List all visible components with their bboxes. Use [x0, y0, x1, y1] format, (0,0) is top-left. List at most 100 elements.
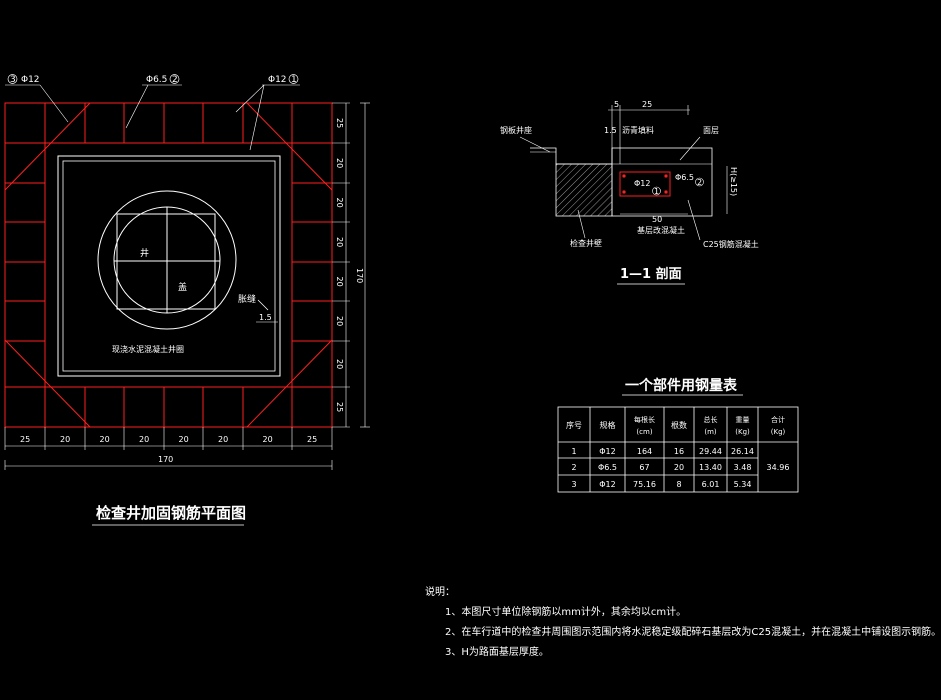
- lbl-wall: 检查井壁: [570, 238, 602, 248]
- bar-num-circle: [7, 74, 18, 84]
- table-cell: 67: [639, 463, 649, 472]
- concrete-block: [611, 147, 713, 217]
- concrete-ring-inner: [62, 160, 276, 372]
- bar-num-circle: [652, 186, 661, 196]
- section-rebar-stirrup: [619, 171, 671, 197]
- table-cell: Φ6.5: [598, 463, 617, 472]
- table-cell: 3.48: [734, 463, 752, 472]
- table-header: 根数: [671, 420, 687, 430]
- bar-label-top-left-num: 3: [10, 75, 16, 85]
- lbl-concrete: C25钢筋混凝土: [703, 239, 759, 249]
- ring-label: 现浇水泥混凝土井圈: [112, 344, 184, 354]
- sec-bar1: Φ12: [634, 179, 650, 188]
- joint-leader: [257, 299, 269, 311]
- bottom-dim-label: 25: [307, 435, 317, 444]
- sec-dim-25: 25: [642, 100, 652, 109]
- lbl-base: 基层改混凝土: [637, 225, 685, 235]
- right-dim-label: 20: [335, 316, 344, 326]
- note-item-2: 2、在车行道中的检查井周围图示范围内将水泥稳定级配碎石基层改为C25混凝土，并在…: [445, 627, 941, 638]
- table-cell: Φ12: [599, 480, 615, 489]
- bar-label-top-right: Φ12: [268, 75, 287, 85]
- leader-line: [249, 84, 265, 151]
- sec-dim-h: H(≥15): [729, 167, 738, 196]
- drawing-canvas: 井 盖 现浇水泥混凝土井圈 胀缝 1.5 3 Φ12 Φ6.5 2 Φ12 1 …: [4, 74, 799, 526]
- table-header-unit: (cm): [636, 428, 652, 436]
- bottom-total-dim: 170: [158, 455, 173, 464]
- bar-num-circle: [288, 74, 299, 84]
- table-cell: 164: [637, 447, 652, 456]
- rebar-inner-square: [44, 142, 293, 388]
- plan-view: 井 盖 现浇水泥混凝土井圈 胀缝 1.5 3 Φ12 Φ6.5 2 Φ12 1 …: [4, 74, 370, 526]
- leader-line: [39, 84, 69, 123]
- table-cell: 1: [571, 447, 576, 456]
- table-cell: 20: [674, 463, 684, 472]
- well-char-1: 井: [140, 247, 149, 259]
- bottom-dim-label: 20: [263, 435, 273, 444]
- right-dim-label: 20: [335, 158, 344, 168]
- table-cell: 29.44: [699, 447, 722, 456]
- table-header-unit: (m): [704, 428, 717, 436]
- right-dim-label: 20: [335, 359, 344, 369]
- bottom-dim-label: 20: [100, 435, 110, 444]
- table-cell: 26.14: [731, 447, 754, 456]
- table-border: [557, 406, 799, 493]
- table-header: 每根长: [634, 415, 655, 424]
- leader-line: [519, 136, 551, 153]
- right-dim-label: 20: [335, 277, 344, 287]
- leader-line: [577, 209, 586, 239]
- table-header-unit: (Kg): [735, 428, 750, 436]
- bottom-dim-label: 20: [60, 435, 70, 444]
- table-cell: 2: [571, 463, 576, 472]
- section-title: 1—1 剖面: [620, 266, 682, 282]
- table-header: 序号: [566, 420, 582, 430]
- table-grid: [557, 406, 799, 493]
- table-title: 一个部件用钢量表: [625, 377, 738, 394]
- rebar-corner-diagonals: [4, 102, 333, 428]
- leader-line: [679, 136, 701, 161]
- sec-bar2-num: 2: [697, 178, 702, 187]
- table-header: 总长: [704, 415, 718, 424]
- bar-label-top-mid: Φ6.5: [146, 75, 167, 85]
- manhole-outer-circle: [97, 190, 237, 330]
- concrete-ring-outer: [57, 155, 281, 377]
- notes-block: 说明： 1、本图尺寸单位除钢筋以mm计外，其余均以cm计。 2、在车行道中的检查…: [425, 583, 941, 663]
- cover-seat: [530, 147, 613, 165]
- lbl-cover: 钢板井座: [500, 125, 532, 135]
- bottom-dim-label: 20: [179, 435, 189, 444]
- leader-line: [235, 84, 265, 113]
- section-rebar-dots: [622, 174, 668, 194]
- sec-dim-50: 50: [652, 215, 662, 224]
- right-total-dim: 170: [355, 268, 364, 283]
- right-dim-label: 20: [335, 237, 344, 247]
- lbl-asphalt: 沥青填料: [622, 125, 654, 135]
- table-header: 合计: [771, 415, 785, 424]
- table-cell: 5.34: [734, 480, 752, 489]
- table-header-unit: (Kg): [771, 428, 786, 436]
- leader-line: [687, 199, 701, 241]
- table-header: 规格: [600, 420, 616, 430]
- bar-label-top-mid-num: 2: [172, 75, 178, 85]
- right-dim-label: 25: [335, 402, 344, 412]
- table-cell: 3: [571, 480, 576, 489]
- joint-value: 1.5: [259, 313, 272, 322]
- table-total: 34.96: [767, 463, 790, 472]
- bottom-dim-label: 25: [20, 435, 30, 444]
- table-cell: 75.16: [633, 480, 656, 489]
- bottom-dim-label: 20: [218, 435, 228, 444]
- table-cell: 16: [674, 447, 684, 456]
- bar-label-top-left: Φ12: [21, 75, 40, 85]
- sec-bar2: Φ6.5: [675, 173, 694, 182]
- well-wall-hatch: [555, 163, 613, 217]
- note-item-1: 1、本图尺寸单位除钢筋以mm计外，其余均以cm计。: [445, 607, 687, 618]
- sec-dim-5: 5: [614, 100, 619, 109]
- table-header: 重量: [736, 416, 750, 424]
- well-char-2: 盖: [178, 281, 187, 293]
- rebar-stirrups: [5, 103, 332, 427]
- right-dim-label: 20: [335, 198, 344, 208]
- notes-heading: 说明：: [425, 587, 455, 598]
- plan-title: 检查井加固钢筋平面图: [96, 504, 246, 522]
- table-cell: Φ12: [599, 447, 615, 456]
